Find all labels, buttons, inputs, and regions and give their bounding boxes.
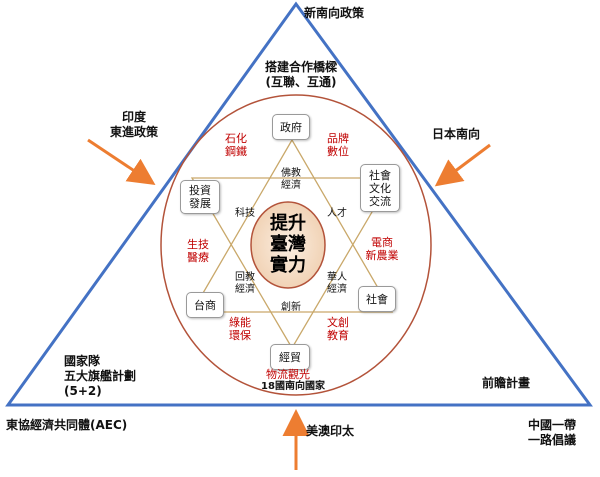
outer-triangle [5, 1, 593, 407]
bottom-left-corner-label: 東協經濟共同體(AEC) [6, 418, 128, 432]
node-trade: 經貿 [270, 344, 310, 370]
biotech-medical-label: 生技 醫療 [187, 238, 209, 264]
core-circle [250, 201, 326, 289]
brand-digital-label: 品牌 數位 [327, 132, 349, 158]
arrow-upper-right [434, 143, 491, 187]
node-taiwan-business: 台商 [186, 292, 224, 318]
national-team-label: 國家隊 五大旗艦計劃 (5+2) [64, 354, 137, 398]
petrochem-steel-label: 石化 鋼鐵 [225, 132, 247, 158]
chinese-economy-label: 華人 經濟 [327, 272, 347, 295]
innovation-label: 創新 [281, 302, 301, 313]
technology-label: 科技 [235, 208, 255, 219]
logistics-tourism-label: 物流觀光 [266, 368, 310, 381]
forward-plan-label: 前瞻計畫 [482, 376, 531, 390]
culture-education-label: 文創 教育 [327, 316, 349, 342]
talent-label: 人才 [327, 208, 347, 219]
ecommerce-agriculture-label: 電商 新農業 [365, 236, 399, 262]
arrow-upper-left [87, 138, 156, 185]
hexagram-up-triangle [190, 138, 394, 313]
node-society: 社會 [358, 286, 396, 312]
buddhist-economy-label: 佛教 經濟 [281, 168, 301, 191]
bridge-label: 搭建合作橋樑 (互聯、互通) [264, 60, 337, 89]
node-investment-development: 投資 發展 [180, 180, 220, 214]
core-label: 提升 臺灣 實力 [270, 213, 306, 276]
node-government: 政府 [272, 114, 310, 140]
india-act-east-label: 印度 東進政策 [109, 110, 158, 139]
outer-ellipse [160, 94, 432, 396]
muslim-economy-label: 回教 經濟 [235, 272, 255, 295]
southbound-countries-label: 18國南向國家 [261, 381, 325, 392]
green-energy-environment-label: 綠能 環保 [229, 316, 251, 342]
japan-south-label: 日本南向 [432, 127, 481, 141]
us-australia-indo-pacific-label: 美澳印太 [306, 424, 355, 438]
top-corner-label: 新南向政策 [304, 6, 365, 20]
hexagram-down-triangle [190, 177, 394, 350]
bottom-right-corner-label: 中國一帶 一路倡議 [527, 418, 576, 447]
node-social-culture-exchange: 社會 文化 交流 [360, 164, 400, 212]
